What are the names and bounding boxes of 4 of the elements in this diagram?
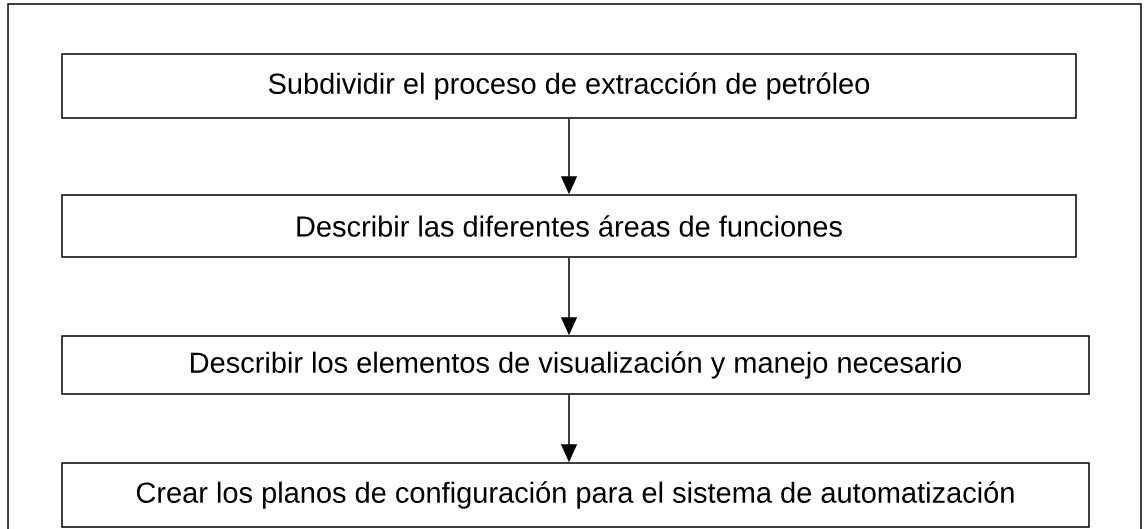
process-box: Describir las diferentes áreas de funciones: [61, 194, 1077, 258]
process-box: Describir los elementos de visualización y manejo necesario: [61, 335, 1090, 395]
process-box: Crear los planos de configuración para el sistema de automatización: [61, 462, 1090, 528]
process-box: Subdividir el proceso de extracción de petróleo: [61, 53, 1077, 119]
